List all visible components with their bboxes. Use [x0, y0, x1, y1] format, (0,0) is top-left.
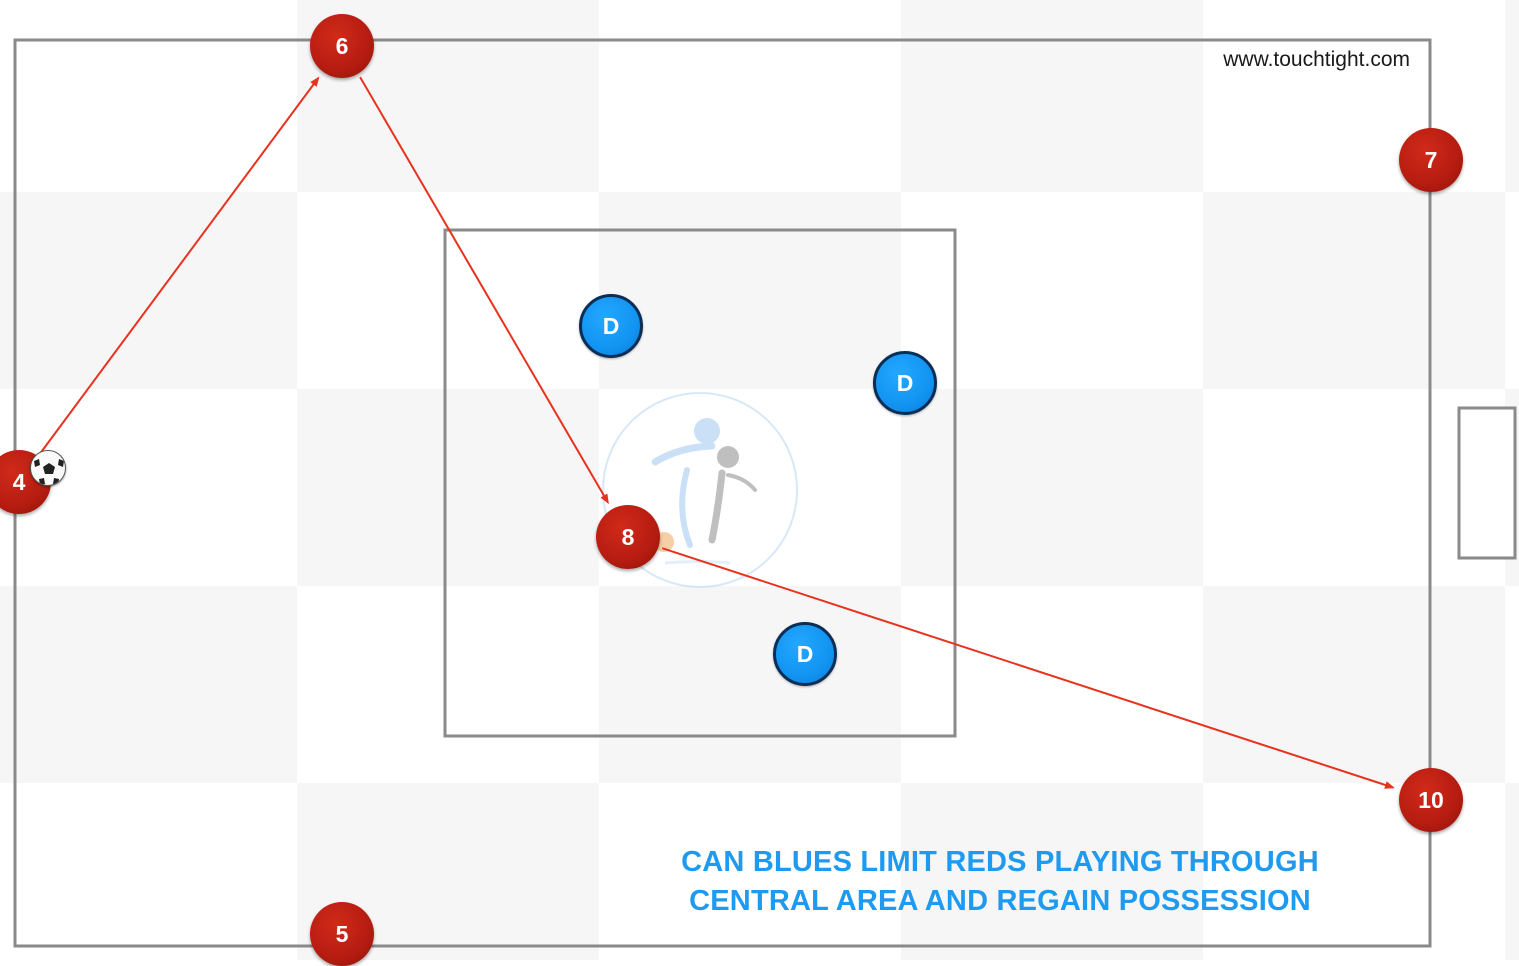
caption-line-2: CENTRAL AREA AND REGAIN POSSESSION — [689, 885, 1311, 917]
diagram-caption: CAN BLUES LIMIT REDS PLAYING THROUGH CEN… — [600, 843, 1400, 921]
blue-defender-2[interactable]: D — [873, 351, 937, 415]
caption-line-1: CAN BLUES LIMIT REDS PLAYING THROUGH — [681, 846, 1319, 878]
goal — [1457, 406, 1517, 560]
checker-tile — [599, 586, 901, 783]
checker-tile — [599, 192, 901, 389]
checker-tile — [901, 0, 1203, 192]
football-icon[interactable] — [30, 450, 66, 486]
checker-tile — [297, 389, 599, 586]
red-player-6[interactable]: 6 — [310, 14, 374, 78]
pass-arrow-6-to-8 — [359, 76, 609, 505]
central-zone — [443, 228, 957, 738]
blue-defender-1[interactable]: D — [579, 294, 643, 358]
touchtight-logo — [602, 392, 798, 588]
checker-tile — [901, 389, 1203, 586]
blue-defender-3[interactable]: D — [773, 622, 837, 686]
checker-tile — [0, 586, 297, 783]
red-player-8[interactable]: 8 — [596, 505, 660, 569]
checker-tile — [1505, 0, 1519, 192]
watermark: www.touchtight.com — [1223, 48, 1410, 71]
checker-tile — [1505, 783, 1519, 960]
red-player-5[interactable]: 5 — [310, 902, 374, 966]
pass-arrows — [39, 76, 1395, 789]
checker-tile — [901, 783, 1203, 960]
pass-arrow-8-to-10 — [661, 547, 1395, 789]
checker-tile — [0, 192, 297, 389]
red-player-10[interactable]: 10 — [1399, 768, 1463, 832]
pass-arrow-4-to-6 — [39, 76, 320, 454]
checker-tile — [1203, 192, 1505, 389]
red-player-7[interactable]: 7 — [1399, 128, 1463, 192]
checker-tile — [1203, 586, 1505, 783]
